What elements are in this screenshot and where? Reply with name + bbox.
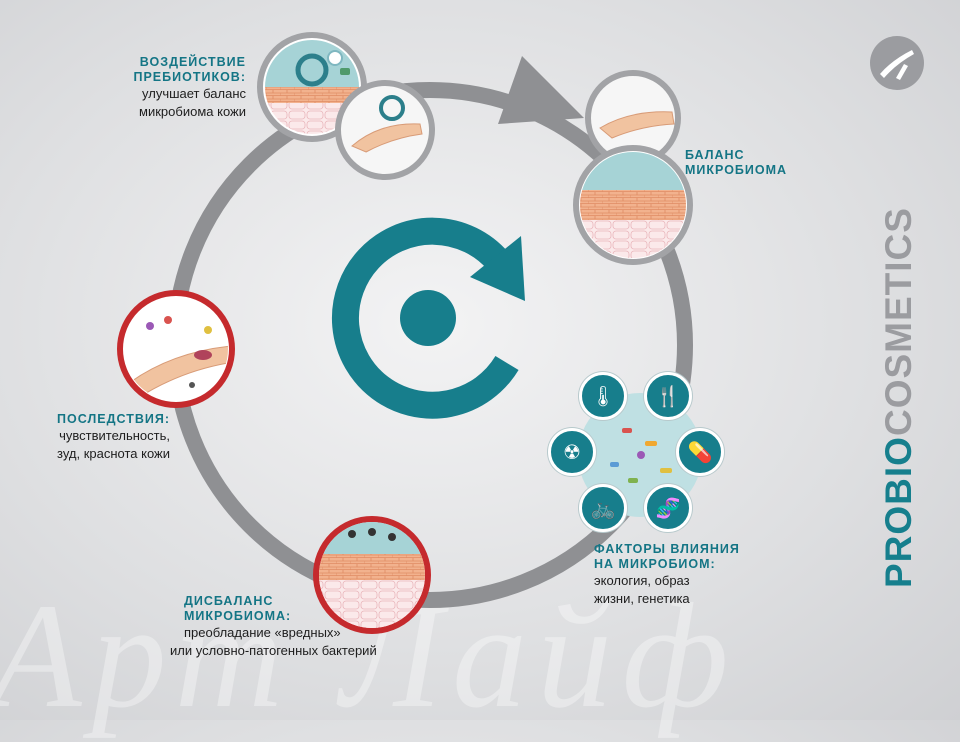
dysbalance-label: ДИСБАЛАНС МИКРОБИОМА: преобладание «вред… [170, 594, 422, 660]
dysbalance-text-1: преобладание «вредных» [184, 625, 341, 640]
dysbalance-text-2: или условно-патогенных бактерий [170, 643, 377, 658]
dysbalance-heading-1: ДИСБАЛАНС [184, 594, 274, 608]
brand-logo-icon [870, 36, 924, 90]
consequences-text-2: зуд, краснота кожи [57, 446, 170, 461]
consequences-label: ПОСЛЕДСТВИЯ: чувствительность, зуд, крас… [28, 412, 170, 463]
brand-word-cosmetics: COSMETICS [878, 207, 919, 437]
balance-illustration [573, 70, 693, 265]
prebiotics-text-2: микробиома кожи [139, 104, 246, 119]
diagram-canvas: Арт Лайф [28, 32, 924, 660]
prebiotics-text-1: улучшает баланс [142, 86, 246, 101]
prebiotics-label: ВОЗДЕЙСТВИЕ ПРЕБИОТИКОВ: улучшает баланс… [110, 55, 246, 121]
consequences-heading: ПОСЛЕДСТВИЯ: [57, 412, 170, 426]
prebiotics-heading-1: ВОЗДЕЙСТВИЕ [139, 55, 246, 69]
thermometer-icon: 🌡 [579, 372, 627, 420]
dna-icon: 🧬 [644, 484, 692, 532]
cycle-arrow-head [498, 56, 584, 124]
pill-icon: 💊 [676, 428, 724, 476]
factors-label: ФАКТОРЫ ВЛИЯНИЯ НА МИКРОБИОМ: экология, … [594, 542, 784, 608]
consequences-text-1: чувствительность, [59, 428, 170, 443]
prebiotics-illustration [257, 32, 435, 180]
consequences-illustration [117, 290, 235, 408]
dysbalance-heading-2: МИКРОБИОМА: [184, 609, 292, 623]
refresh-icon [332, 217, 525, 419]
factors-text-2: жизни, генетика [594, 591, 690, 606]
prebiotics-heading-2: ПРЕБИОТИКОВ: [133, 70, 246, 84]
factors-heading-2: НА МИКРОБИОМ: [594, 557, 716, 571]
factors-heading-1: ФАКТОРЫ ВЛИЯНИЯ [594, 542, 740, 556]
bicycle-icon: 🚲 [579, 484, 627, 532]
balance-label: БАЛАНС МИКРОБИОМА [685, 148, 835, 178]
balance-heading-2: МИКРОБИОМА [685, 163, 788, 177]
factors-text-1: экология, образ [594, 573, 690, 588]
brand-word-probio: PROBIO [878, 436, 919, 588]
food-icon: 🍴 [644, 372, 692, 420]
radiation-icon: ☢ [548, 428, 596, 476]
balance-heading-1: БАЛАНС [685, 148, 745, 162]
